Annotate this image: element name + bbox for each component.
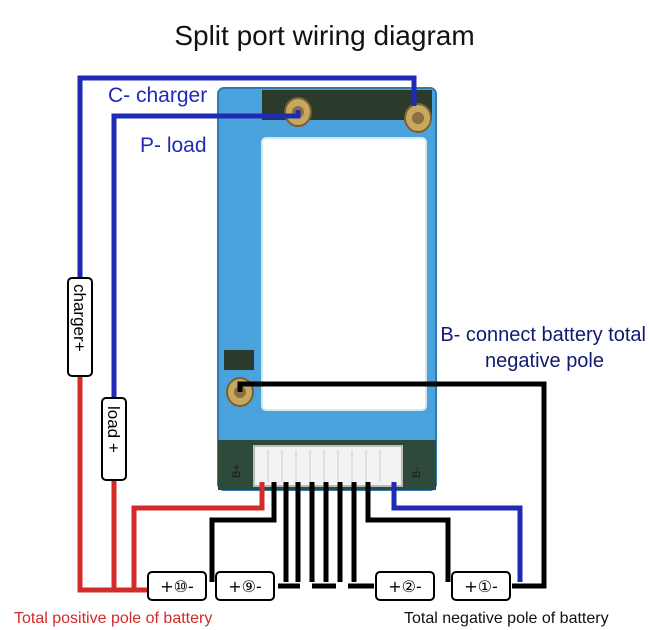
black-wires [209, 381, 547, 589]
c-charger-label: C- charger [108, 84, 208, 107]
cell-9-label: +⑨- [228, 577, 262, 596]
load-plus-label: load + [104, 406, 123, 453]
cell-2-label: +②- [388, 577, 422, 596]
cell-2: +②- [375, 571, 435, 601]
charger-plus-box: charger+ [67, 277, 93, 377]
charger-plus-label: charger+ [70, 284, 89, 352]
b-connect-label-line1: B- connect battery total [440, 324, 646, 346]
red-wires [77, 376, 265, 593]
cell10-balance-wire [131, 482, 265, 590]
b-connect-label-line2: negative pole [485, 350, 604, 372]
charger-positive-wire [77, 376, 148, 593]
cell-10: +⑩- [147, 571, 207, 601]
p-load-wire [111, 110, 301, 398]
p-load-label: P- load [140, 134, 207, 157]
b-minus-main-wire [237, 381, 547, 589]
cell1-balance-wire [391, 482, 523, 582]
page-title: Split port wiring diagram [174, 20, 475, 51]
cell9-wire [209, 482, 277, 582]
bms-board [217, 87, 437, 491]
cell2-wire [365, 482, 451, 582]
board-b-minus-label: B- [411, 467, 423, 478]
load-plus-box: load + [101, 397, 127, 481]
b-connect-label: B- connect battery total negative pole [400, 322, 646, 374]
total-negative-label: Total negative pole of battery [404, 610, 609, 627]
cell-1-label: +①- [464, 577, 498, 596]
balance-connector [253, 445, 403, 487]
cell-10-label: +⑩- [160, 577, 194, 596]
cell-9: +⑨- [215, 571, 275, 601]
total-positive-label: Total positive pole of battery [14, 610, 213, 627]
c-terminal-screw [404, 103, 432, 133]
cell-1: +①- [451, 571, 511, 601]
board-b-plus-label: B+ [231, 464, 243, 478]
c-charger-wire [77, 75, 417, 278]
